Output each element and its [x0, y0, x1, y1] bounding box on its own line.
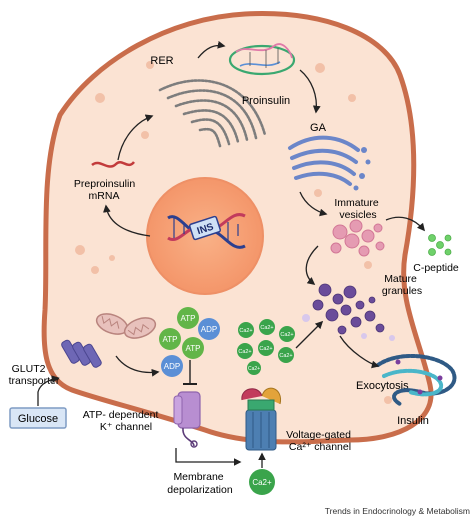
membrane-label-line1: Membrane	[173, 471, 223, 483]
golgi-vesicles	[353, 147, 371, 191]
arrow-rer-to-proinsulin	[197, 40, 226, 59]
preproinsulin-label: Preproinsulin mRNA	[74, 178, 138, 202]
arrow-glut2-to-mito	[115, 355, 160, 377]
adp-2	[161, 355, 183, 377]
c-peptide-label: C-peptide	[413, 262, 459, 274]
ca-ion-5-label: Ca2+	[259, 346, 272, 352]
exocytosis-label: Exocytosis	[356, 380, 409, 392]
footer-credit: Trends in Endocrinology & Metabolism	[325, 506, 470, 516]
ca-ion-4-label: Ca2+	[238, 349, 251, 355]
ins-label: INS	[196, 222, 216, 238]
pathway-arrows	[37, 40, 425, 468]
calcium-channel-icon	[241, 387, 282, 451]
vgcc-label-line2: Ca²⁺ channel	[289, 441, 351, 453]
arrow-ga-to-vesicles	[299, 191, 328, 217]
adp-1	[198, 318, 220, 340]
dna-icon: INS	[167, 213, 246, 249]
glut2-transporter-icon	[61, 339, 102, 368]
granule-halos	[302, 314, 395, 341]
glut2-label: GLUT2 transporter	[9, 363, 60, 387]
katp-label-line2: K⁺ channel	[100, 421, 152, 433]
preproinsulin-label-line2: mRNA	[89, 190, 120, 202]
insulin-label: Insulin	[397, 415, 429, 427]
mrna-icon	[91, 161, 135, 168]
atp-adp-cluster: ATP ADP ATP ATP ADP	[159, 307, 220, 377]
atp-2-label: ATP	[163, 335, 178, 344]
arrow-proinsulin-to-ga	[299, 69, 321, 114]
calcium-outside	[249, 469, 275, 495]
glucose-label: Glucose	[18, 413, 58, 425]
arrow-nucleus-to-mrna	[103, 204, 151, 237]
immature-vesicle-icon	[330, 219, 385, 257]
adp-2-label: ADP	[164, 362, 180, 371]
immature-vesicles-label: Immature vesicles	[334, 197, 381, 221]
rer-icon	[158, 79, 267, 148]
atp-2	[159, 328, 181, 350]
mature-granule-icon	[312, 283, 385, 335]
atp-1-label: ATP	[181, 314, 196, 323]
arrow-granules-to-exocytosis	[339, 335, 380, 369]
mature-label-line1: Mature	[384, 273, 417, 285]
rer-label: RER	[150, 55, 173, 67]
calcium-ions-inside: Ca2+ Ca2+ Ca2+ Ca2+ Ca2+ Ca2+ Ca2+	[237, 319, 295, 375]
cytoplasm-dots	[75, 61, 392, 404]
vgcc-label: Voltage-gated Ca²⁺ channel	[286, 429, 354, 453]
ca-ion-6-label: Ca2+	[279, 353, 292, 359]
arrow-mrna-to-rer	[117, 114, 154, 161]
proinsulin-icon	[228, 43, 296, 76]
mitochondria-icon	[95, 313, 157, 339]
atp-3	[182, 337, 204, 359]
proinsulin-label: Proinsulin	[242, 95, 290, 107]
ca-ion-7-label: Ca2+	[248, 366, 260, 372]
glucose-box	[9, 407, 67, 429]
k-atp-channel-icon	[173, 391, 201, 448]
golgi-icon	[288, 135, 360, 186]
katp-label: ATP- dependent K⁺ channel	[83, 409, 162, 433]
ins-gene-box	[188, 215, 222, 241]
ga-label: GA	[310, 122, 327, 134]
ca-ion-2-label: Ca2+	[260, 325, 273, 331]
glut2-label-line2: transporter	[9, 375, 60, 387]
mature-label-line2: granules	[382, 285, 422, 297]
arrow-membrane-to-vgcc	[175, 448, 242, 466]
mature-granules-label: Mature granules	[382, 273, 422, 297]
preproinsulin-label-line1: Preproinsulin	[74, 178, 135, 190]
arrow-glucose-to-glut2	[37, 375, 60, 406]
membrane-depolarization-label: Membrane depolarization	[167, 471, 233, 496]
arrow-vesicles-to-cpeptide	[385, 216, 425, 232]
c-peptide-icon	[428, 234, 452, 256]
glut2-label-line1: GLUT2	[12, 363, 46, 375]
arrow-ca-to-granules	[295, 320, 324, 349]
insulin-chain-icon	[376, 353, 457, 406]
immature-label-line2: vesicles	[339, 209, 376, 221]
arrow-vesicles-to-granules	[305, 245, 319, 285]
immature-label-line1: Immature	[334, 197, 379, 209]
vgcc-label-line1: Voltage-gated	[286, 429, 351, 441]
katp-label-line1: ATP- dependent	[83, 409, 159, 421]
ca-outside-label: Ca2+	[252, 478, 272, 487]
ca-ion-1-label: Ca2+	[239, 328, 252, 334]
ca-ion-3-label: Ca2+	[280, 332, 293, 338]
atp-1	[177, 307, 199, 329]
adp-1-label: ADP	[201, 325, 217, 334]
membrane-label-line2: depolarization	[167, 484, 233, 496]
atp-3-label: ATP	[186, 344, 201, 353]
